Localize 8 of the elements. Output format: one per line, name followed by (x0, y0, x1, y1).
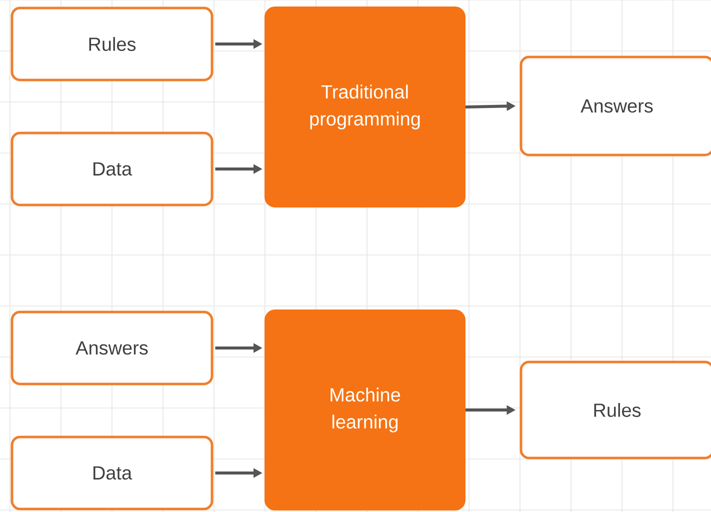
input-box: Data (10, 132, 214, 206)
input-box: Rules (10, 6, 214, 82)
output-box: Answers (520, 56, 711, 156)
input-box: Data (10, 436, 214, 510)
output-box: Rules (520, 360, 711, 460)
process-box: Traditional programming (264, 6, 466, 208)
process-box: Machine learning (264, 310, 466, 510)
input-box: Answers (10, 310, 214, 386)
